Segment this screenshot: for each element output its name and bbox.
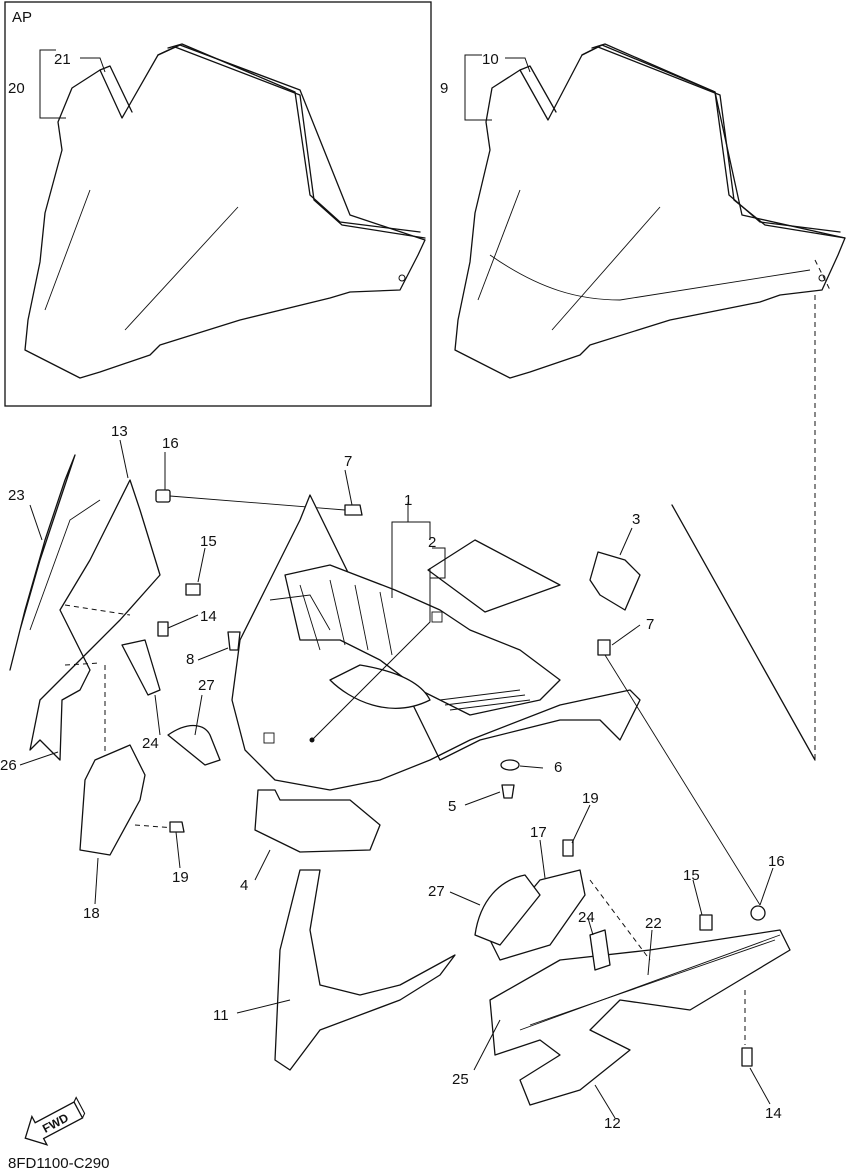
screw-8 xyxy=(227,631,241,651)
sheet-2 xyxy=(427,539,561,613)
nut-15b xyxy=(699,914,713,931)
callout-24b: 24 xyxy=(578,909,595,926)
callout-labels: 20 21 9 10 1 2 3 13 16 7 15 14 8 23 26 2… xyxy=(0,51,785,1132)
callout-23: 23 xyxy=(8,487,25,504)
callout-12: 12 xyxy=(604,1115,621,1132)
bolt-7b xyxy=(597,639,611,656)
callout-6: 6 xyxy=(554,759,562,776)
callout-10: 10 xyxy=(482,51,499,68)
washer-6 xyxy=(500,759,520,771)
nut-15a xyxy=(185,583,201,596)
callout-9: 9 xyxy=(440,80,448,97)
lower-cowl-11 xyxy=(274,869,456,1071)
duct-3 xyxy=(589,551,641,611)
callout-7b: 7 xyxy=(646,616,654,633)
windscreen-standard xyxy=(454,43,846,379)
callout-5: 5 xyxy=(448,798,456,815)
screw-19a xyxy=(169,821,185,833)
callout-18: 18 xyxy=(83,905,100,922)
callout-19b: 19 xyxy=(582,790,599,807)
callout-14b: 14 xyxy=(765,1105,782,1122)
callout-14a: 14 xyxy=(200,608,217,625)
callout-25: 25 xyxy=(452,1071,469,1088)
diagonal-line xyxy=(671,504,816,761)
ap-inset-box: AP xyxy=(4,1,432,407)
callout-27b: 27 xyxy=(428,883,445,900)
bolt-7a xyxy=(344,504,363,516)
callout-16b: 16 xyxy=(768,853,785,870)
collar-16a xyxy=(155,489,171,503)
bolt-5 xyxy=(501,784,515,799)
callout-27a: 27 xyxy=(198,677,215,694)
fwd-arrow: FWD xyxy=(24,1096,86,1146)
callout-15a: 15 xyxy=(200,533,217,550)
callout-16a: 16 xyxy=(162,435,179,452)
windscreen-optional xyxy=(24,43,426,379)
screw-14b xyxy=(741,1047,753,1067)
callout-4: 4 xyxy=(240,877,248,894)
callout-19a: 19 xyxy=(172,869,189,886)
pad-27a xyxy=(167,724,221,766)
pad-24a xyxy=(121,639,161,696)
screw-14a xyxy=(157,621,169,637)
bracket-18 xyxy=(79,744,146,856)
callout-20: 20 xyxy=(8,80,25,97)
panel-4 xyxy=(254,789,381,853)
callout-3: 3 xyxy=(632,511,640,528)
side-cowl-left xyxy=(9,454,161,761)
inset-label: AP xyxy=(12,9,32,26)
collar-16b xyxy=(750,905,766,921)
callout-11: 11 xyxy=(213,1007,229,1024)
callout-13: 13 xyxy=(111,423,128,440)
callout-1: 1 xyxy=(404,492,412,509)
callout-8: 8 xyxy=(186,651,194,668)
callout-15b: 15 xyxy=(683,867,700,884)
callout-17: 17 xyxy=(530,824,547,841)
screw-19b xyxy=(562,839,574,857)
callout-22: 22 xyxy=(645,915,662,932)
diagram-code: 8FD1100-C290 xyxy=(8,1155,109,1172)
leader-lines xyxy=(19,49,774,1119)
callout-24a: 24 xyxy=(142,735,159,752)
pad-27b xyxy=(474,874,541,946)
callout-7a: 7 xyxy=(344,453,352,470)
callout-21: 21 xyxy=(54,51,71,68)
pad-24b xyxy=(589,929,611,971)
under-cowl-12 xyxy=(489,929,791,1106)
callout-26: 26 xyxy=(0,757,17,774)
callout-2: 2 xyxy=(428,534,436,551)
